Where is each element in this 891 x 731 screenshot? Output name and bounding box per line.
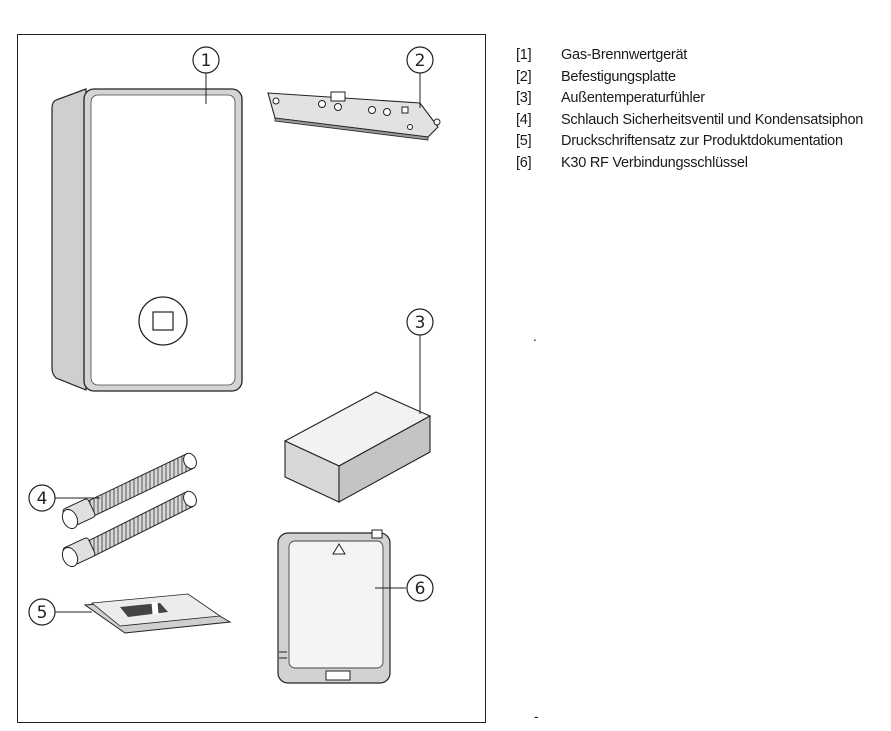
list-item: [3] Außentemperaturfühler [516,88,863,110]
callout-5: 5 [28,598,92,626]
callout-2: 2 [406,46,434,108]
item-label: Druckschriftensatz zur Produktdokumentat… [561,133,843,149]
callout-4-label: 4 [37,489,48,509]
callout-4: 4 [28,484,100,512]
callout-1-label: 1 [201,51,212,71]
k30-rf-key-illustration [277,529,391,684]
item-number: [2] [516,68,532,85]
hoses-illustration [61,452,197,568]
item-number: [1] [516,47,532,63]
callout-3: 3 [406,308,434,414]
item-number: [3] [516,90,532,106]
callout-3-label: 3 [415,313,426,333]
documentation-set-illustration [83,593,232,634]
list-item: [4] Schlauch Sicherheitsventil und Konden… [516,110,863,132]
item-label: Befestigungsplatte [561,68,676,85]
item-label: Schlauch Sicherheitsventil und Kondensat… [561,111,864,128]
list-item: [6] K30 RF Verbindungsschlüssel [516,153,863,175]
callout-2-label: 2 [415,51,426,71]
item-number: [6] [516,154,532,171]
callout-6: 6 [375,574,434,602]
stray-dot-mark: . [533,328,537,344]
mounting-plate-illustration [267,91,441,141]
callout-5-label: 5 [37,603,48,623]
list-item: [1] Gas-Brennwertgerät [516,45,863,67]
callout-6-label: 6 [415,579,426,599]
list-item: [5] Druckschriftensatz zur Produktdokumen… [516,131,863,153]
scope-of-delivery-figure-frame [17,34,486,723]
item-label: K30 RF Verbindungsschlüssel [561,154,748,171]
boiler-illustration [51,88,243,392]
list-item: [2] Befestigungsplatte [516,67,863,89]
item-label: Gas-Brennwertgerät [561,47,688,63]
item-number: [5] [516,133,532,149]
item-number: [4] [516,111,532,128]
callout-1: 1 [192,46,220,104]
stray-dash-mark: - [534,708,539,724]
parts-legend-list: [1] Gas-Brennwertgerät [2] Befestigungspla… [516,45,863,174]
item-label: Außentemperaturfühler [561,90,705,106]
outdoor-sensor-box-illustration [283,391,432,503]
